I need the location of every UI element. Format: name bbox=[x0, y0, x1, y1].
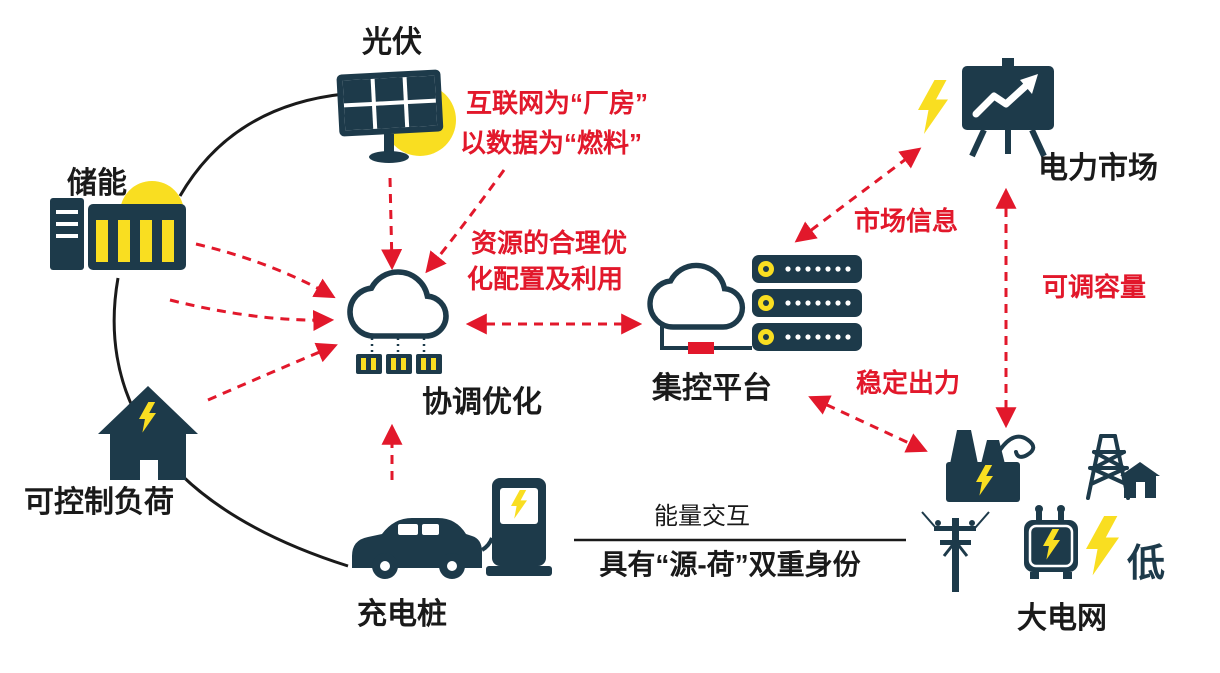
market-board-icon bbox=[918, 58, 1054, 158]
transformer-icon bbox=[1024, 505, 1078, 579]
pv-label: 光伏 bbox=[362, 26, 422, 59]
utility-pole-icon bbox=[921, 511, 990, 592]
arrow-platform-market bbox=[794, 147, 922, 243]
arrow-platform-grid bbox=[808, 395, 928, 453]
dual-identity-note: 具有“源-荷”双重身份 bbox=[599, 548, 860, 580]
platform-label: 集控平台 bbox=[651, 371, 772, 405]
resource-note-line1: 资源的合理优 bbox=[471, 228, 627, 258]
charger-label: 充电桩 bbox=[357, 597, 447, 631]
power-plant-icon bbox=[946, 430, 1036, 502]
stable-output-note: 稳定出力 bbox=[856, 368, 960, 398]
market-info-note: 市场信息 bbox=[854, 206, 958, 236]
solar-panel-icon bbox=[336, 69, 456, 163]
transmission-tower-icon bbox=[1086, 434, 1160, 500]
energy-interaction-note: 能量交互 bbox=[654, 503, 750, 530]
load-label: 可控制负荷 bbox=[24, 486, 174, 519]
lightning-icon bbox=[1086, 516, 1119, 576]
market-label: 电力市场 bbox=[1038, 151, 1158, 185]
coordination-label: 协调优化 bbox=[422, 386, 542, 419]
lightning-icon bbox=[918, 80, 948, 134]
arrow-pv-to-coordination bbox=[381, 177, 403, 271]
internet-note-line1: 互联网为“厂房” bbox=[466, 88, 648, 118]
arrow-internet-note-to-coordination bbox=[425, 169, 506, 274]
battery-storage-icon bbox=[50, 181, 186, 270]
arrow-left-group-to-coordination bbox=[169, 298, 335, 331]
curve-pv-storage bbox=[178, 92, 345, 197]
arrow-load-to-coordination bbox=[207, 342, 338, 402]
capacity-note: 可调容量 bbox=[1042, 272, 1146, 302]
low-voltage-icon: 低 bbox=[1086, 516, 1165, 585]
house-load-icon bbox=[98, 386, 198, 480]
arrow-storage-to-coordination bbox=[195, 242, 336, 299]
internet-note-line2: 以数据为“燃料” bbox=[460, 128, 642, 158]
low-label: 低 bbox=[1127, 543, 1165, 585]
control-platform-icon bbox=[650, 255, 862, 354]
grid-label: 大电网 bbox=[1017, 602, 1107, 635]
resource-note-line2: 化配置及利用 bbox=[467, 264, 623, 294]
ev-charger-icon bbox=[352, 478, 552, 579]
storage-label: 储能 bbox=[67, 167, 127, 200]
cloud-coordination-icon bbox=[350, 272, 446, 374]
